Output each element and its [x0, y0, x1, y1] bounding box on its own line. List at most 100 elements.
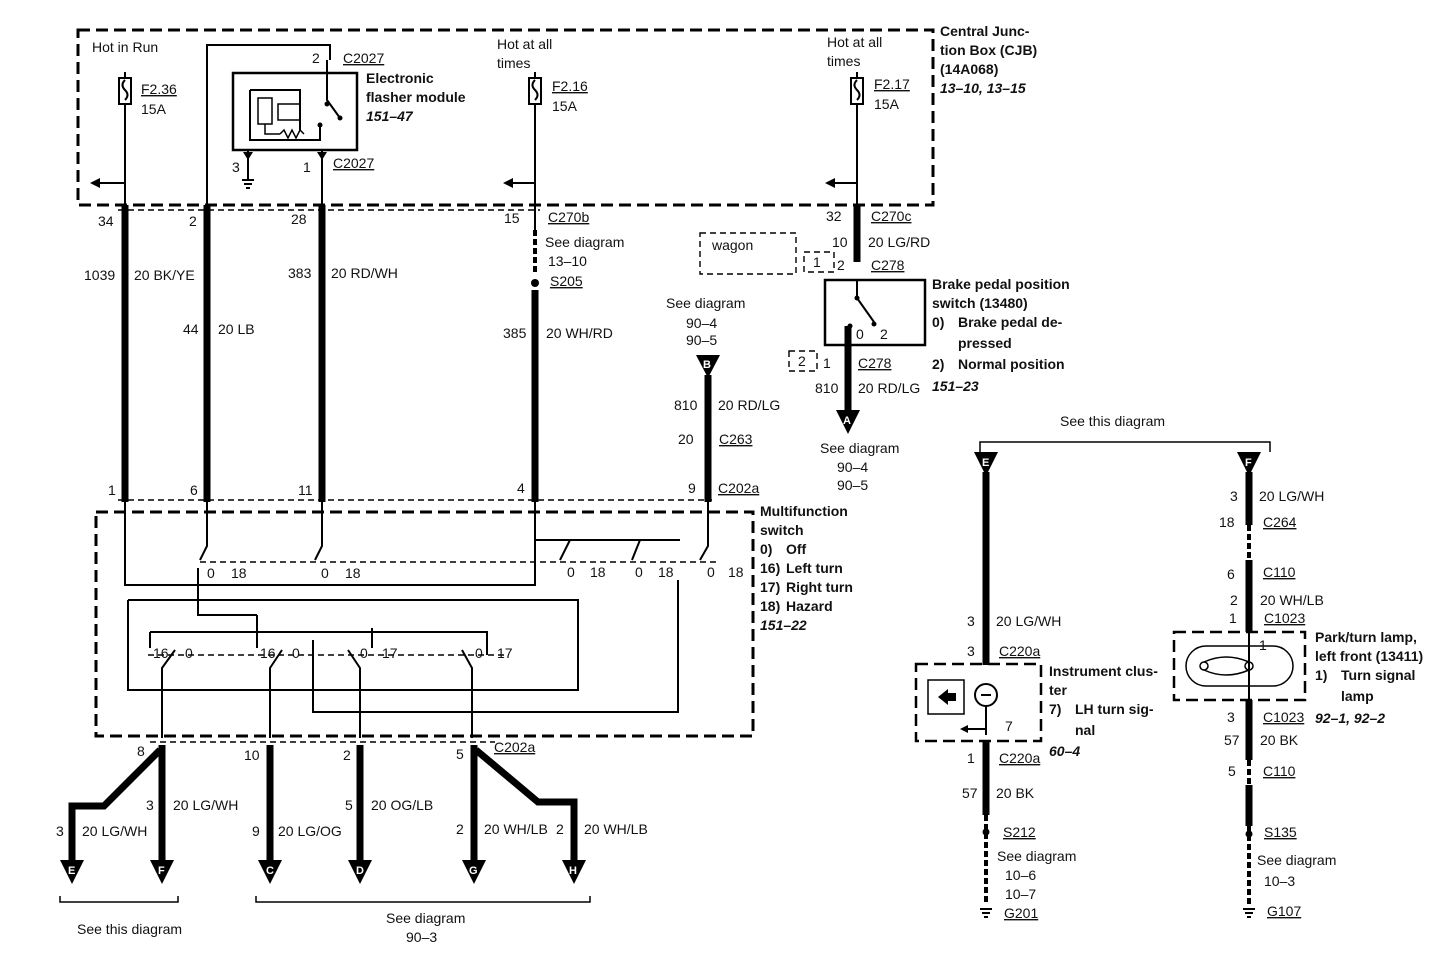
brake-state-0-text-2: pressed	[958, 335, 1012, 351]
connector-a-label: A	[843, 415, 851, 427]
turn-arrow-icon	[927, 679, 965, 715]
brake-pos-0: 0	[856, 326, 864, 342]
wire-810-sw-pin: 9	[688, 480, 696, 496]
fuse-f2-16-hot-1: Hot at all	[497, 36, 552, 52]
mfs-pos-b0: 0	[321, 565, 329, 581]
wire-385-sw-pin: 4	[517, 480, 525, 496]
arrow-left-icon	[503, 178, 513, 188]
wire-810-c202a: C202a	[718, 480, 759, 496]
mfs-pos-g16: 16	[260, 645, 276, 661]
brake-see-2: 90–4	[837, 459, 868, 475]
fuse-f2-16-rating: 15A	[552, 98, 578, 114]
outputs-see-left: See this diagram	[77, 921, 182, 937]
connector-d-label: D	[356, 865, 364, 877]
mfs-pos-i0: 0	[475, 645, 483, 661]
brake-box2: 2	[798, 353, 806, 369]
wire-385-pin: 15	[504, 210, 520, 226]
fuse-f2-17-hot-2: times	[827, 53, 860, 69]
mfs-state-18-text: Hazard	[786, 598, 833, 614]
mfs-pos-e18: 18	[728, 564, 744, 580]
f-pin-c1023-b: 3	[1227, 709, 1235, 725]
connector-d-icon	[348, 860, 372, 884]
f-pin-c264: 18	[1219, 514, 1235, 530]
cjb-title-1: Central Junc-	[940, 23, 1030, 39]
brake-wagon: wagon	[711, 237, 753, 253]
wire-44-pin: 2	[189, 213, 197, 229]
arrow-left-icon	[825, 178, 835, 188]
fuse-f2-17: Hot at all times F2.17 15A	[825, 34, 910, 205]
lamp-item-text-2: lamp	[1341, 688, 1374, 704]
wire-44: 2 44 20 LB 6	[183, 205, 255, 502]
brake-state-2-num: 2)	[932, 356, 944, 372]
ground-icon	[1243, 908, 1255, 918]
e-color-a: 20 LG/WH	[996, 613, 1061, 629]
mfs-ref: 151–22	[760, 617, 807, 633]
lamp-title-1: Park/turn lamp,	[1315, 629, 1417, 645]
brake-see-1: See diagram	[820, 440, 899, 456]
brake-box2-pin: 1	[823, 355, 831, 371]
mfs-pos-d18: 18	[658, 564, 674, 580]
wire-1039-pin: 34	[98, 213, 114, 229]
mfs-state-16-text: Left turn	[786, 560, 843, 576]
mfs-title-2: switch	[760, 522, 804, 538]
mfs-pos-e0: 0	[707, 564, 715, 580]
f-see-1: See diagram	[1257, 852, 1336, 868]
output-pin-2: 2 5 20 OG/LB D	[343, 745, 433, 884]
output-pin-5: 5 2 20 WH/LB 2 20 WH/LB G H	[456, 745, 648, 884]
wire-810-see-2: 90–4	[686, 315, 717, 331]
e-ground: G201	[1004, 905, 1038, 921]
brake-wagon-box: 1	[813, 254, 821, 270]
mfs-pos-c0: 0	[567, 564, 575, 580]
f-pin-c1023: 1	[1229, 610, 1237, 626]
cluster-title-2: ter	[1049, 682, 1067, 698]
output-10-pin: 10	[244, 747, 260, 763]
mfs-state-0-text: Off	[786, 541, 807, 557]
output-8-right-color: 20 LG/WH	[173, 797, 238, 813]
f-pin-wh: 2	[1230, 592, 1238, 608]
output-5-left-color: 20 WH/LB	[484, 821, 548, 837]
cluster-item-text-1: LH turn sig-	[1075, 701, 1154, 717]
output-5-pin: 5	[456, 746, 464, 762]
wire-810-c263-pin: 20	[678, 431, 694, 447]
wire-1039-sw-pin: 1	[108, 482, 116, 498]
output-10-color: 20 LG/OG	[278, 823, 342, 839]
mfs-state-18-num: 18)	[760, 598, 780, 614]
f-pin-a: 3	[1230, 488, 1238, 504]
connector-e-right-label: E	[982, 457, 989, 469]
brake-pos-2: 2	[880, 326, 888, 342]
lamp-bulb-icon	[1185, 645, 1294, 687]
connector-c-label: C	[266, 865, 274, 877]
output-8-left-color: 20 LG/WH	[82, 823, 147, 839]
output-2-pin2: 5	[345, 797, 353, 813]
f-ground: G107	[1267, 903, 1301, 919]
output-5-left-pin: 2	[456, 821, 464, 837]
fuse-f2-36-label: F2.36	[141, 81, 177, 97]
fuse-f2-17-hot-1: Hot at all	[827, 34, 882, 50]
right-see-top: See this diagram	[1060, 413, 1165, 429]
output-5-right-pin: 2	[556, 821, 564, 837]
brake-c270c-pin: 32	[826, 208, 842, 224]
brake-state-0-text-1: Brake pedal de-	[958, 314, 1063, 330]
brake-circuit: 810	[815, 380, 839, 396]
wire-383-sw-pin: 11	[298, 482, 313, 498]
wire-810-see-1: See diagram	[666, 295, 745, 311]
connector-h-label: H	[569, 865, 577, 877]
output-pin-10: 10 9 20 LG/OG C	[244, 745, 342, 884]
output-8-left-pin: 3	[56, 823, 64, 839]
e-color-b: 20 BK	[996, 785, 1035, 801]
flasher-connector-top: C2027	[343, 50, 384, 66]
wire-1039-circuit: 1039	[84, 267, 115, 283]
connector-f-right-label: F	[1245, 457, 1252, 469]
wire-1039-color: 20 BK/YE	[134, 267, 195, 283]
brake-c270c: C270c	[871, 208, 911, 224]
brake-pin-2: 2	[837, 257, 845, 273]
electronic-flasher-module: 2 C2027 Electronic flasher module 151–47…	[231, 50, 466, 189]
mfs-state-0-num: 0)	[760, 541, 772, 557]
e-c220a-b: C220a	[999, 750, 1040, 766]
wire-44-sw-pin: 6	[190, 482, 198, 498]
brake-title-2: switch (13480)	[932, 295, 1028, 311]
cluster-item-text-2: nal	[1075, 722, 1095, 738]
fuse-f2-17-label: F2.17	[874, 76, 910, 92]
f-c110: C110	[1263, 564, 1296, 580]
